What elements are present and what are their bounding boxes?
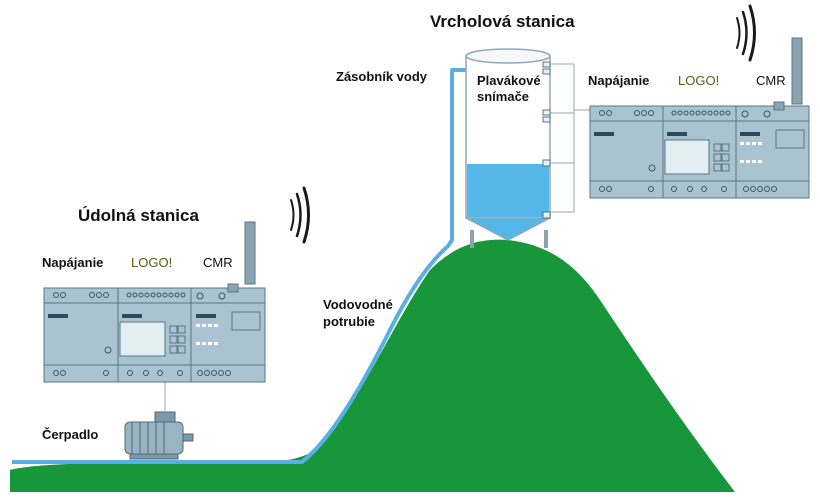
radio-waves-valley-icon <box>290 186 310 244</box>
water-reservoir-tank <box>465 48 551 248</box>
reservoir-label: Zásobník vody <box>336 69 428 84</box>
summit-devices <box>589 37 810 199</box>
float-sensors-label-line2: snímače <box>477 89 530 104</box>
pipeline-label-line1: Vodovodné <box>323 297 393 312</box>
pipeline-label-line2: potrubie <box>323 314 375 329</box>
valley-logo-label: LOGO! <box>131 255 173 270</box>
summit-station-title: Vrcholová stanica <box>430 12 575 31</box>
valley-devices <box>43 221 266 383</box>
float-sensors-label-line1: Plavákové <box>477 73 541 88</box>
valley-station-title: Údolná stanica <box>78 206 199 225</box>
radio-waves-summit-icon <box>736 4 756 62</box>
float-sensor-1 <box>542 61 551 75</box>
valley-power-label: Napájanie <box>42 255 104 270</box>
pump-label: Čerpadlo <box>42 427 99 442</box>
hill <box>10 239 735 492</box>
pump-motor <box>124 411 194 460</box>
float-sensor-4 <box>542 211 551 219</box>
valley-cmr-label: CMR <box>203 255 233 270</box>
sensor-wiring <box>550 63 590 213</box>
water-pipeline <box>12 68 466 464</box>
float-sensor-3 <box>542 159 551 167</box>
summit-power-label: Napájanie <box>588 73 650 88</box>
water-level <box>467 164 549 217</box>
summit-logo-label: LOGO! <box>678 73 720 88</box>
summit-cmr-label: CMR <box>756 73 786 88</box>
